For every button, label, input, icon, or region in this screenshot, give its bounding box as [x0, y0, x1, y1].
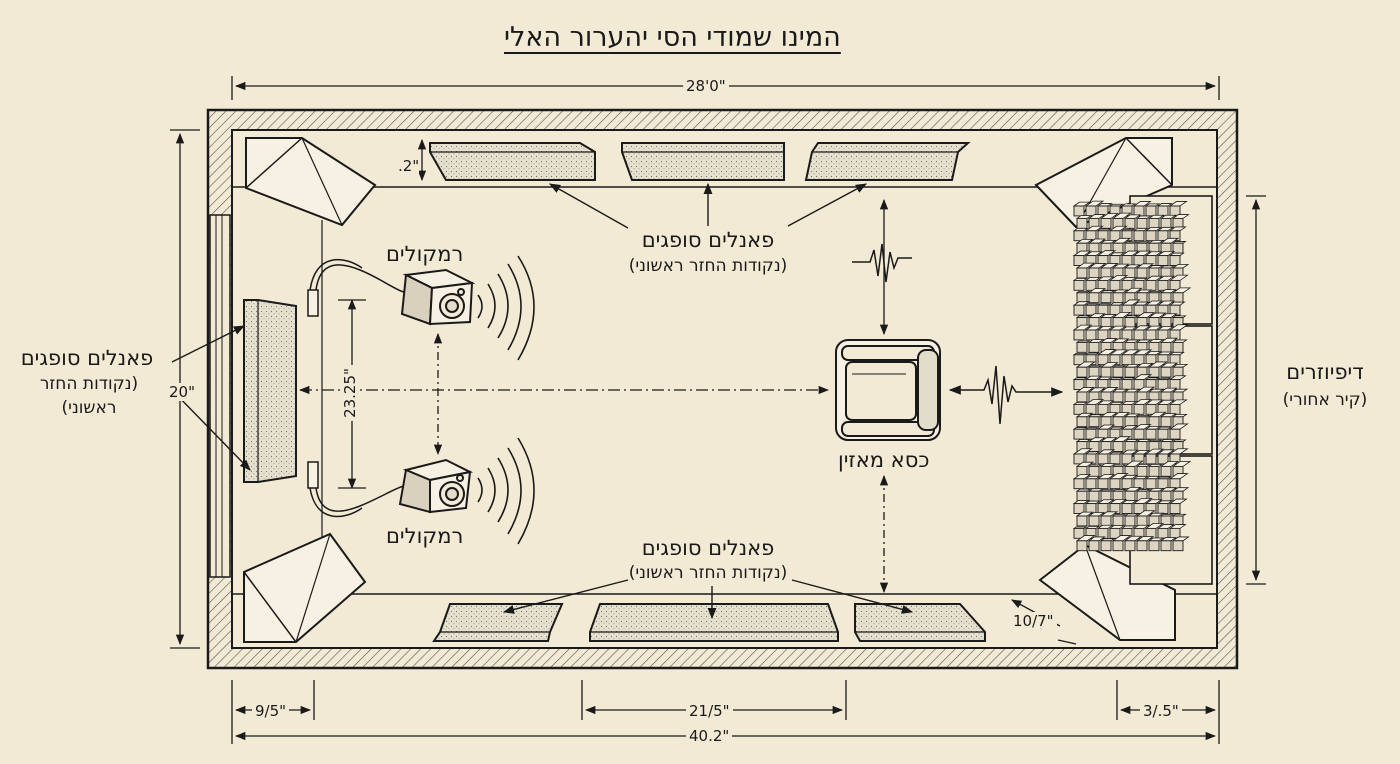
label-diffusers-sub: (קיר אחורי)	[1282, 390, 1368, 410]
dim-bottom-right: 3/.5"	[1140, 702, 1182, 720]
sound-waves	[477, 255, 535, 545]
label-left-panels-sub2: ראשוני)	[61, 398, 117, 418]
label-diffusers: דיפיוזרים	[1286, 360, 1364, 384]
dim-top-width: 28'0"	[683, 77, 729, 95]
label-left-panels: פאנלים סופגים	[20, 346, 154, 370]
diffuser-wall	[1072, 195, 1213, 585]
speaker-top	[400, 268, 476, 326]
dim-bottom-total: 40.2"	[686, 727, 733, 745]
bass-trap-bottom-left	[243, 532, 367, 643]
label-listening-chair: כסא מאזין	[838, 448, 930, 472]
window-left	[209, 214, 231, 578]
speaker-mounts	[307, 258, 405, 518]
listening-chair	[835, 339, 941, 441]
label-top-panels: פאנלים סופגים	[641, 228, 775, 252]
diagram-title: המינו שמודי הסי יהערור האלי	[504, 22, 841, 53]
absorber-panels-top	[429, 142, 971, 181]
label-bottom-panels-sub: (נקודות החזר ראשוני)	[628, 563, 788, 583]
bass-trap-top-left	[245, 137, 377, 227]
absorber-panels-bottom	[432, 603, 986, 642]
leader-arrows	[171, 182, 914, 620]
absorber-panel-left	[243, 299, 297, 483]
reflection-signals	[852, 243, 1064, 425]
label-speaker-bottom: רמקולים	[386, 524, 464, 548]
label-top-panels-sub: (נקודות החזר ראשוני)	[628, 256, 788, 276]
dim-bottom-left: 9/5"	[252, 702, 290, 720]
label-speaker-top: רמקולים	[386, 242, 464, 266]
label-left-panels-sub1: (נקודות החזר	[39, 374, 139, 394]
speaker-bottom	[398, 458, 474, 514]
dim-left-height: 20"	[166, 383, 198, 401]
dim-corner-trap: 10/7"	[1010, 612, 1057, 630]
dim-speaker-spacing: 23.25"	[340, 365, 359, 421]
dim-bottom-center: 21/5"	[686, 702, 733, 720]
label-bottom-panels: פאנלים סופגים	[641, 536, 775, 560]
center-axis	[298, 198, 889, 594]
dim-panel-gap: .2"	[398, 157, 420, 175]
